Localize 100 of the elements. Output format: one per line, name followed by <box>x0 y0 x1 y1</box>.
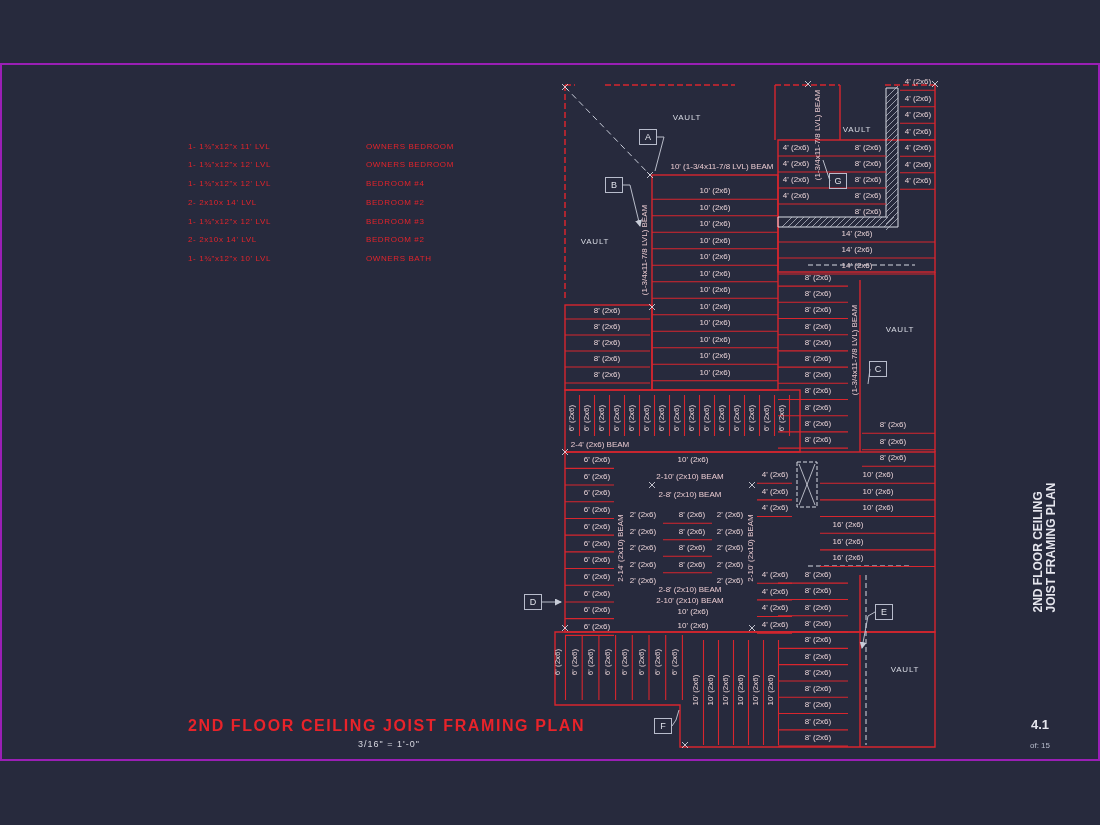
sheet-number: 4.1 <box>1030 717 1050 731</box>
joist-label: 10' (2x6) <box>699 352 731 360</box>
joist-label: 2' (2x6) <box>629 560 657 569</box>
joist-label: 2' (2x6) <box>629 577 657 585</box>
joist-label: 10' (2x6) <box>862 504 894 513</box>
joist-label: 6' (2x6) <box>637 648 646 676</box>
room-label: VAULT <box>890 666 920 674</box>
joist-label: 8' (2x6) <box>804 403 832 412</box>
joist-label: 8' (2x6) <box>804 701 832 710</box>
joist-label: 4' (2x6) <box>904 127 932 136</box>
joist-label: 6' (2x6) <box>583 522 611 531</box>
joist-label: 6' (2x6) <box>583 489 611 498</box>
joist-label: 6' (2x6) <box>620 648 629 676</box>
joist-label: 8' (2x6) <box>593 323 621 331</box>
joist-label: 10' (2x6) <box>699 319 731 327</box>
joist-label: 10' (2x6) <box>707 674 715 706</box>
beam-label: (1-3/4x11-7/8 LVL) BEAM <box>641 204 649 296</box>
joist-label: 2' (2x6) <box>716 544 744 552</box>
beam-label: 2-8' (2x10) BEAM <box>658 491 722 499</box>
joist-label: 8' (2x6) <box>854 144 882 152</box>
callout-letter: F <box>654 718 672 734</box>
joist-label: 16' (2x6) <box>832 521 864 529</box>
drawing-title: 2ND FLOOR CEILING JOIST FRAMING PLAN <box>188 717 586 735</box>
joist-label: 8' (2x6) <box>854 192 882 200</box>
joist-label: 4' (2x6) <box>904 177 932 185</box>
joist-label: 8' (2x6) <box>593 355 621 363</box>
schedule-text: OWNERS BATH <box>366 255 432 263</box>
joist-label: 8' (2x6) <box>804 652 832 661</box>
joist-label: 8' (2x6) <box>593 307 621 315</box>
joist-label: 8' (2x6) <box>804 322 832 331</box>
beam-label: 2-14' (2x10) BEAM <box>617 514 625 582</box>
joist-label: 10' (2x6) <box>699 335 731 344</box>
joist-label: 8' (2x6) <box>804 668 832 677</box>
joist-label: 6' (2x6) <box>583 404 591 432</box>
joist-label: 4' (2x6) <box>761 471 789 479</box>
joist-label: 4' (2x6) <box>904 111 932 119</box>
beam-label: (1-3/4x11-7/8 LVL) BEAM <box>814 89 822 181</box>
joist-label: 10' (2x6) <box>699 187 731 195</box>
schedule-text: 1- 1¾"x12"x 11' LVL <box>188 143 271 151</box>
joist-label: 4' (2x6) <box>904 160 932 169</box>
callout-letter: B <box>605 177 623 193</box>
joist-label: 4' (2x6) <box>904 78 932 86</box>
joist-label: 8' (2x6) <box>854 160 882 168</box>
joist-label: 8' (2x6) <box>804 734 832 742</box>
joist-label: 16' (2x6) <box>832 537 864 546</box>
joist-label: 6' (2x6) <box>587 648 596 676</box>
joist-label: 8' (2x6) <box>804 587 832 596</box>
joist-label: 6' (2x6) <box>583 506 611 515</box>
joist-label: 6' (2x6) <box>583 606 611 615</box>
leader-line <box>867 368 871 385</box>
joist-label: 8' (2x6) <box>804 603 832 612</box>
joist-label: 8' (2x6) <box>804 571 832 579</box>
joist-label: 6' (2x6) <box>628 404 636 432</box>
joist-label: 10' (2x6) <box>699 203 731 212</box>
joist-label: 6' (2x6) <box>583 539 611 548</box>
joist-label: 6' (2x6) <box>658 404 666 432</box>
joist-label: 4' (2x6) <box>782 176 810 184</box>
callout-letter: G <box>829 173 847 189</box>
beam-label: 2-10' (2x10) BEAM <box>656 473 724 481</box>
beam-label: 2-10' (2x10) BEAM <box>656 597 724 605</box>
joist-label: 4' (2x6) <box>761 604 789 613</box>
leader-line <box>654 136 665 172</box>
schedule-text: 1- 1¾"x12"x 12' LVL <box>188 161 271 169</box>
joist-label: 6' (2x6) <box>570 648 579 676</box>
joist-label: 10' (2x6) <box>767 674 775 706</box>
joist-label: 8' (2x6) <box>804 636 832 645</box>
joist-label: 4' (2x6) <box>761 571 789 579</box>
joist-label: 8' (2x6) <box>593 339 621 347</box>
joist-label: 14' (2x6) <box>841 246 873 254</box>
joist-label: 6' (2x6) <box>583 589 611 598</box>
beam-label: 2-4' (2x6) BEAM <box>570 441 630 449</box>
joist-label: 2' (2x6) <box>716 577 744 585</box>
joist-label: 8' (2x6) <box>804 371 832 380</box>
schedule-text: 1- 1¾"x12"x 12' LVL <box>188 180 271 188</box>
joist-label: 10' (2x6) <box>737 674 745 706</box>
joist-label: 4' (2x6) <box>782 192 810 200</box>
joist-label: 10' (2x6) <box>699 286 731 294</box>
sheet-title: 2ND FLOOR CEILING JOIST FRAMING PLAN <box>1032 481 1058 613</box>
schedule-text: 2- 2x10x 14' LVL <box>188 199 257 207</box>
joist-label: 8' (2x6) <box>678 560 706 569</box>
joist-label: 8' (2x6) <box>804 355 832 363</box>
leader-line <box>822 159 831 182</box>
schedule-text: OWNERS BEDROOM <box>366 161 454 169</box>
joist-label: 6' (2x6) <box>718 404 726 432</box>
joist-label: 4' (2x6) <box>761 504 789 513</box>
callout-letter: D <box>524 594 542 610</box>
schedule-text: BEDROOM #2 <box>366 199 425 207</box>
scale-note: 3/16" = 1'-0" <box>358 739 420 749</box>
joist-label: 6' (2x6) <box>613 404 621 432</box>
joist-label: 6' (2x6) <box>583 456 611 464</box>
joist-label: 8' (2x6) <box>804 274 832 282</box>
joist-label: 10' (2x6) <box>862 471 894 479</box>
beam-label: 2-8' (2x10) BEAM <box>658 586 722 594</box>
joist-label: 8' (2x6) <box>804 290 832 299</box>
joist-label: 16' (2x6) <box>832 554 864 563</box>
joist-label: 4' (2x6) <box>904 144 932 152</box>
joist-label: 6' (2x6) <box>583 556 611 565</box>
joist-label: 6' (2x6) <box>733 404 741 432</box>
joist-label: 8' (2x6) <box>804 436 832 444</box>
schedule-text: BEDROOM #4 <box>366 180 425 188</box>
